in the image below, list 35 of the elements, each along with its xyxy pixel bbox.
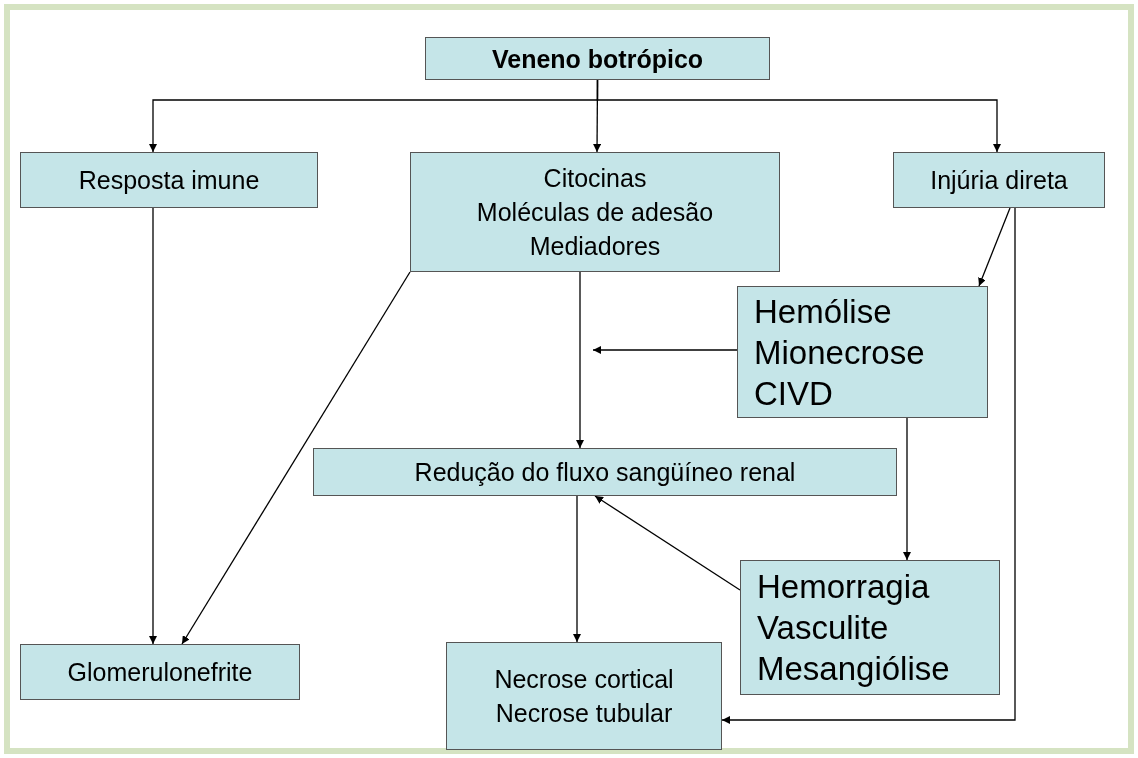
box-text: Hemólise — [754, 291, 892, 332]
box-text: Glomerulonefrite — [67, 657, 253, 688]
process-box — [740, 560, 1000, 695]
arrow — [149, 207, 157, 645]
process-box — [20, 152, 318, 208]
box-text: Resposta imune — [78, 165, 260, 196]
box-text: Mesangiólise — [757, 649, 950, 689]
box-text: Injúria direta — [930, 165, 1068, 196]
box-text: Mediadores — [529, 231, 661, 262]
arrow — [594, 495, 741, 591]
arrow — [181, 271, 411, 645]
box-text: Necrose cortical — [494, 664, 674, 695]
process-box — [425, 37, 770, 80]
arrow — [903, 417, 911, 561]
box-text: CIVD — [754, 373, 833, 414]
process-box — [20, 644, 300, 700]
process-box — [313, 448, 897, 496]
arrow — [978, 207, 1011, 287]
arrow — [596, 79, 1001, 153]
arrow — [592, 346, 738, 354]
box-text: Veneno botrópico — [491, 43, 704, 75]
process-box — [410, 152, 780, 272]
process-box — [893, 152, 1105, 208]
arrow — [721, 207, 1016, 724]
process-box — [446, 642, 722, 750]
box-text: Redução do fluxo sangüíneo renal — [414, 457, 796, 488]
box-text: Vasculite — [757, 608, 889, 648]
box-text: Necrose tubular — [495, 698, 673, 729]
arrow — [576, 271, 584, 449]
arrow — [573, 495, 581, 643]
box-text: Hemorragia — [757, 567, 930, 607]
box-text: Mionecrose — [754, 332, 925, 373]
box-text: Moléculas de adesão — [476, 197, 714, 228]
box-text: Citocinas — [543, 163, 647, 194]
process-box — [737, 286, 988, 418]
